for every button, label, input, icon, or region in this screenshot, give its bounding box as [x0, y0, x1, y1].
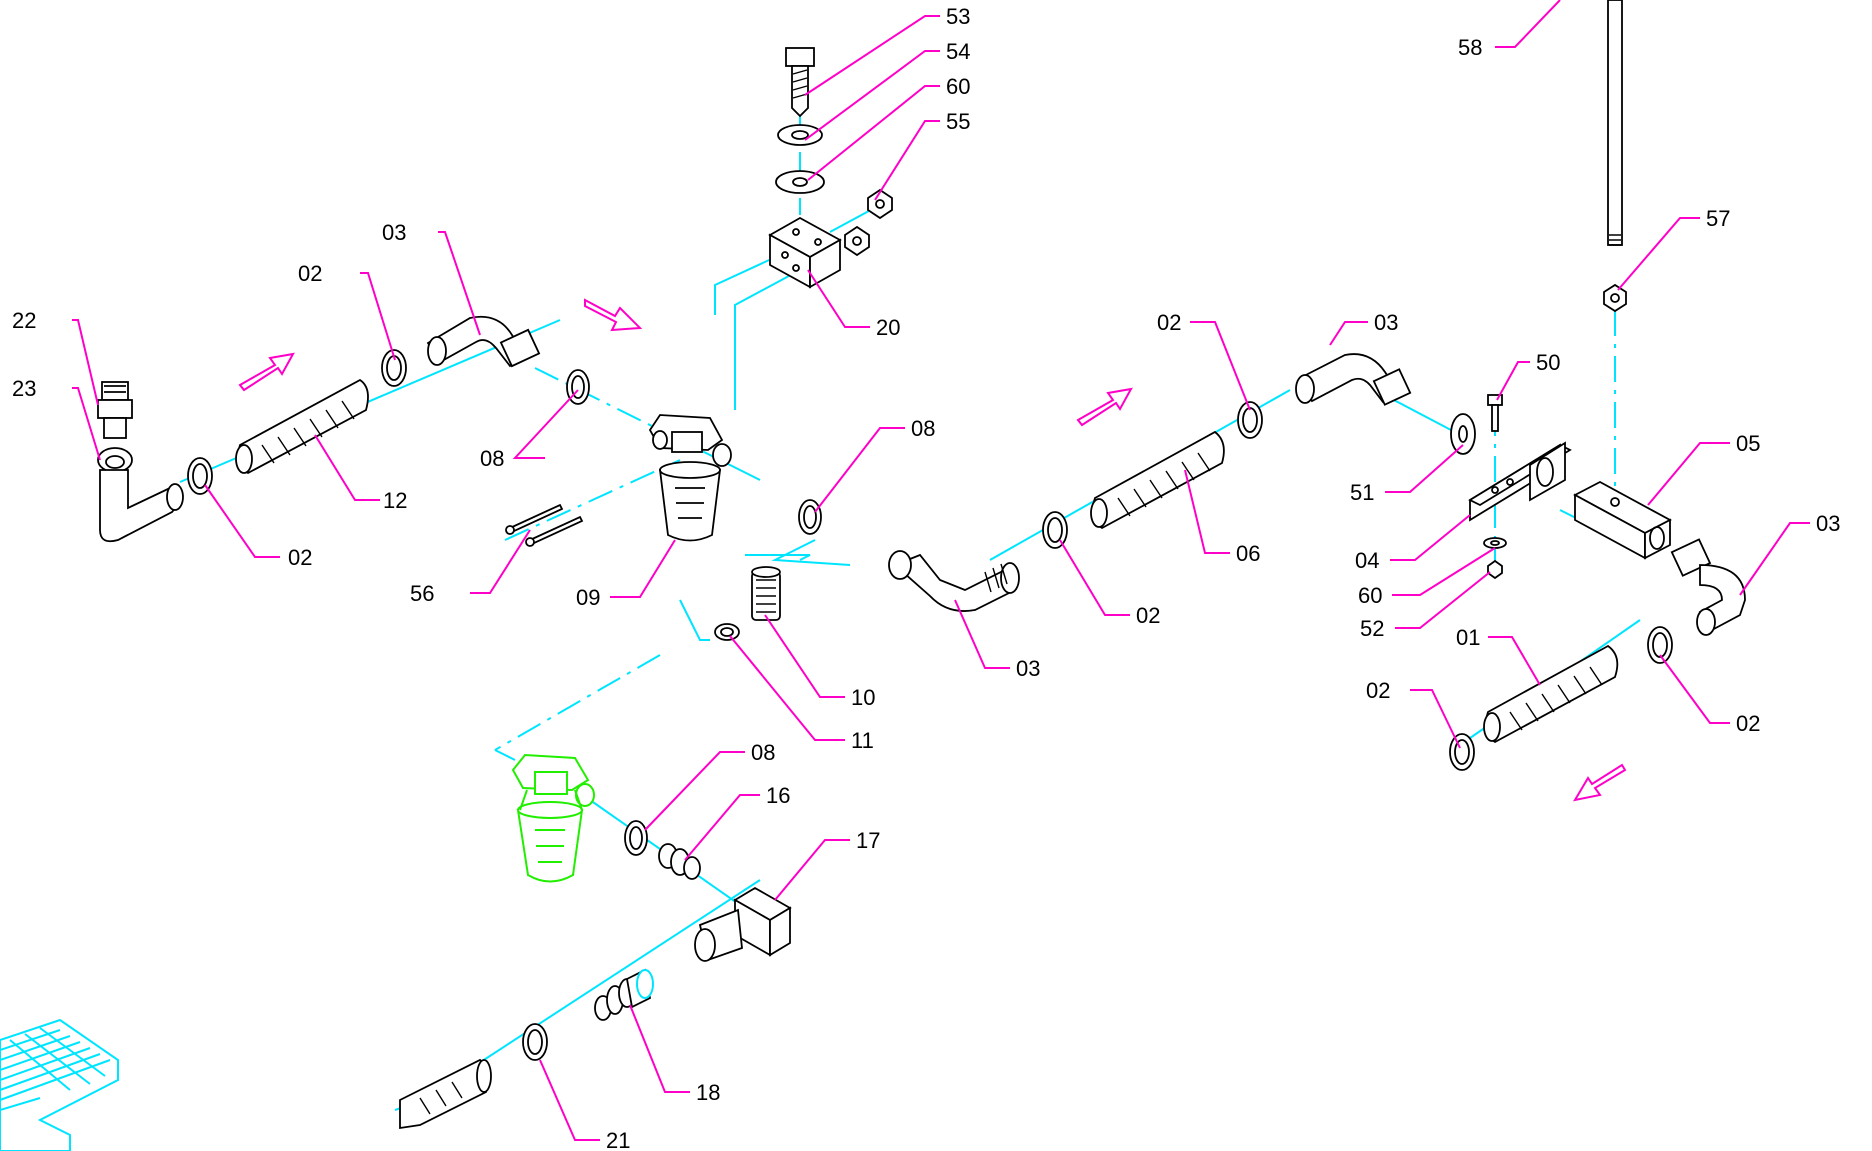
callout-55: 55: [946, 109, 970, 134]
callout-53: 53: [946, 4, 970, 29]
bracket-20: [768, 216, 842, 289]
callout-16: 16: [766, 783, 790, 808]
callout-08-upper: 08: [480, 446, 504, 471]
nipple-16: [658, 843, 701, 880]
o-ring-08-mid: [798, 499, 822, 535]
hose-01: [1483, 644, 1619, 744]
o-ring-11: [714, 623, 740, 641]
callout-04: 04: [1355, 548, 1379, 573]
callout-05: 05: [1736, 431, 1760, 456]
nut-57: [1603, 283, 1627, 313]
clamp-02-bottom-right: [1449, 733, 1475, 771]
nut-52: [1487, 559, 1503, 580]
callout-23: 23: [12, 376, 36, 401]
washer-60-upper: [775, 170, 825, 194]
leader-lines: [72, 0, 1810, 1141]
callout-08-lower: 08: [751, 740, 775, 765]
callout-60-upper: 60: [946, 74, 970, 99]
washer-60-lower: [1483, 537, 1507, 549]
fitting-22-23: [97, 381, 184, 543]
flow-arrow-right: [1076, 387, 1133, 427]
parts-geometry: [0, 0, 1746, 1151]
callout-03-upper-left: 03: [382, 220, 406, 245]
bolt-53: [785, 47, 815, 118]
block-05: [1573, 480, 1672, 560]
nipple-18: [594, 968, 654, 1021]
callout-56: 56: [410, 581, 434, 606]
filter-element-10: [751, 566, 781, 621]
callout-02-far-right: 02: [1736, 711, 1760, 736]
callout-08-mid: 08: [911, 416, 935, 441]
hose-lower: [399, 1058, 492, 1130]
callout-01: 01: [1456, 625, 1480, 650]
callout-03-far-right: 03: [1816, 511, 1840, 536]
callout-02-left: 02: [288, 545, 312, 570]
flow-arrow-center: [584, 298, 643, 332]
callout-02-upper-right: 02: [1157, 310, 1181, 335]
flow-arrow-left: [238, 352, 295, 392]
clamp-02-middle: [1042, 511, 1068, 549]
elbow-03-far-right: [1670, 538, 1746, 636]
callout-11: 11: [851, 728, 874, 753]
callout-10: 10: [851, 685, 875, 710]
callout-54: 54: [946, 39, 970, 64]
callout-09: 09: [576, 585, 600, 610]
flow-arrows: [238, 298, 1627, 802]
rod-58: [1607, 0, 1623, 246]
filter-09: [648, 414, 732, 542]
flow-arrow-bottom-right: [1572, 763, 1627, 802]
callout-57: 57: [1706, 206, 1730, 231]
elbow-03-middle: [888, 550, 1020, 612]
o-ring-08-lower: [624, 820, 648, 856]
callout-02-upper-left: 02: [298, 261, 322, 286]
callout-52: 52: [1360, 616, 1384, 641]
bolt-50: [1487, 394, 1503, 432]
clamp-02-far-right: [1647, 626, 1673, 664]
hose-06: [1090, 430, 1225, 530]
callout-60-lower: 60: [1358, 583, 1382, 608]
assembly-center-lines: [179, 60, 1641, 1111]
callout-06: 06: [1236, 541, 1260, 566]
callout-labels: 53 54 60 55 20 03 02 22 23 08 02 12 56 0…: [12, 4, 1840, 1151]
callout-21: 21: [606, 1128, 630, 1151]
tank-corner: [0, 1018, 119, 1151]
valve-17: [694, 886, 792, 962]
callout-18: 18: [696, 1080, 720, 1105]
callout-50: 50: [1536, 350, 1560, 375]
clamp-21: [522, 1023, 548, 1061]
elbow-03-left: [426, 315, 541, 368]
callout-02-middle: 02: [1136, 603, 1160, 628]
callout-12: 12: [383, 488, 407, 513]
callout-17: 17: [856, 828, 880, 853]
callout-03-middle: 03: [1016, 656, 1040, 681]
callout-20: 20: [876, 315, 900, 340]
callout-22: 22: [12, 308, 36, 333]
callout-51: 51: [1350, 480, 1374, 505]
hose-12: [235, 378, 369, 475]
washer-51: [1450, 413, 1476, 455]
clamp-02-left-2: [381, 349, 407, 387]
plate-04: [1468, 441, 1572, 522]
callout-03-upper-right: 03: [1374, 310, 1398, 335]
nut-55: [844, 188, 893, 257]
elbow-03-right: [1295, 353, 1412, 406]
alternate-filter-green: [511, 753, 595, 883]
washer-54: [777, 124, 823, 146]
callout-58: 58: [1458, 35, 1482, 60]
rods-56: [505, 503, 584, 547]
callout-02-bottom-right: 02: [1366, 678, 1390, 703]
